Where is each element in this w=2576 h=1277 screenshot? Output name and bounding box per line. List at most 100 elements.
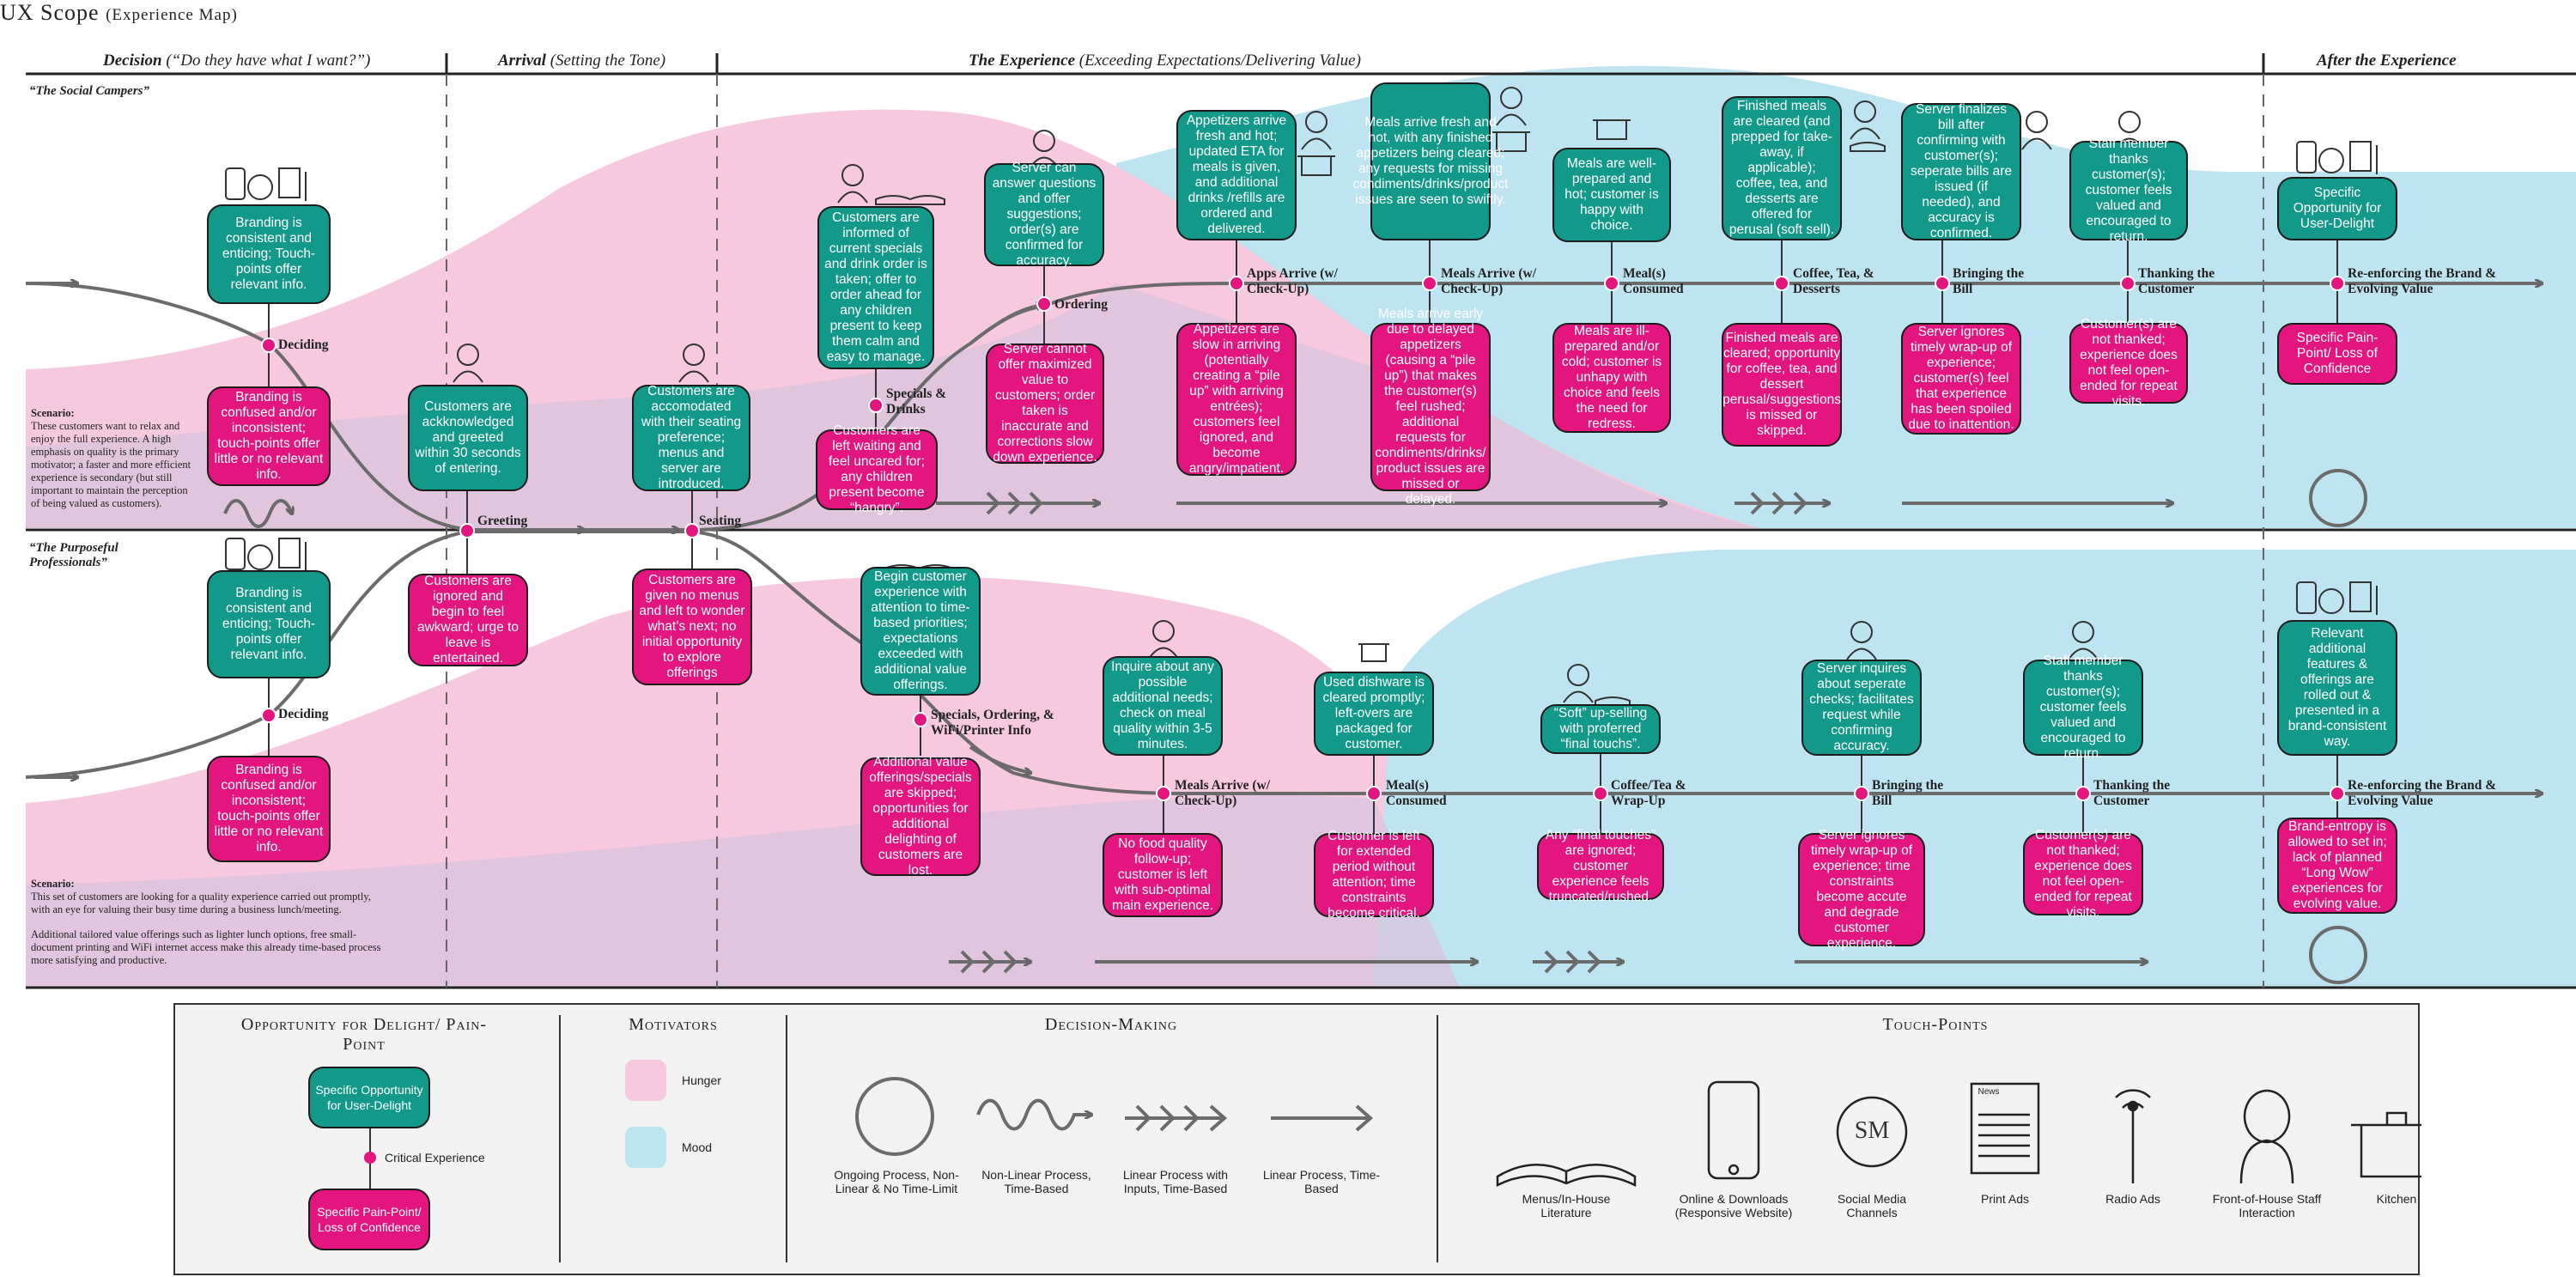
legend-mood-swatch (625, 1127, 666, 1168)
staff-icon (1301, 111, 1332, 150)
professionals-delight-bill[interactable]: Server inquires about seperate checks; f… (1801, 660, 1922, 756)
staff-icon (453, 344, 483, 383)
legend-linear-label: Linear Process, Time-Based (1262, 1168, 1381, 1195)
campers-delight-bill[interactable]: Server finalizes bill after confirming w… (1901, 102, 2021, 240)
legend-hunger-label: Hunger (682, 1073, 721, 1087)
critical-node (868, 398, 884, 413)
campers-pain-bill[interactable]: Server ignores timely wrap-up of experie… (1901, 323, 2021, 435)
campers-moment-specials: Specials & Drinks (886, 386, 947, 417)
staff-icon (837, 164, 868, 204)
campers-pain-consumed[interactable]: Meals are ill-prepared and/or cold; cust… (1552, 323, 1671, 433)
critical-node (1366, 786, 1382, 801)
professionals-pain-specials[interactable]: Additional value offerings/specials are … (860, 755, 981, 878)
menu-icon (875, 195, 945, 205)
professionals-pain-meals[interactable]: No food quality follow-up; customer is l… (1103, 833, 1223, 917)
legend-linear-icon (1271, 1104, 1374, 1132)
staff-icon (1496, 87, 1527, 126)
kitchen-icon (1358, 643, 1389, 662)
legend-social-mark: SM (1854, 1117, 1890, 1144)
campers-moment-ordering: Ordering (1054, 297, 1108, 312)
campers-delight-meals[interactable]: Meals arrive fresh and hot, with any fin… (1353, 82, 1508, 240)
legend-ongoing-icon (855, 1077, 934, 1156)
professionals-pain-seating[interactable]: Customers are given no menus and left to… (632, 569, 752, 685)
legend-online-label: Online & Downloads (Responsive Website) (1674, 1192, 1793, 1219)
campers-delight-greeting[interactable]: Customers are ackknowledged and greeted … (408, 385, 528, 491)
critical-node (261, 708, 276, 723)
campers-pain-ordering[interactable]: Server cannot offer maximized value to c… (986, 342, 1104, 465)
professionals-moment-thanking: Thanking the Customer (2093, 778, 2171, 808)
critical-node (459, 523, 475, 538)
scenario-campers: Scenario: These customers want to relax … (31, 407, 191, 509)
professionals-pain-consumed[interactable]: Customer is left for extended period wit… (1314, 829, 1434, 921)
phase-after: After the Experience (2317, 52, 2457, 70)
campers-delight-reinforcing[interactable]: Specific Opportunity for User-Delight (2277, 177, 2397, 240)
critical-node (2330, 276, 2345, 291)
phase-experience: The Experience (Exceeding Expectations/D… (969, 52, 1361, 70)
professionals-delight-meals[interactable]: Inquire about any possible additional ne… (1103, 656, 1223, 756)
kitchen-icon (1492, 131, 1530, 152)
campers-moment-deciding: Deciding (278, 337, 329, 352)
professionals-moment-consumed: Meal(s) Consumed (1386, 778, 1447, 808)
critical-node (2075, 786, 2091, 801)
professionals-pain-deciding[interactable]: Branding is confused and/or inconsistent… (207, 756, 331, 862)
professionals-delight-deciding[interactable]: Branding is consistent and enticing; Tou… (207, 570, 331, 678)
campers-moment-consumed: Meal(s) Consumed (1623, 266, 1684, 296)
campers-pain-coffee[interactable]: Finished meals are cleared; opportunity … (1722, 323, 1842, 447)
legend-staff-icon (2239, 1089, 2294, 1184)
campers-pain-deciding[interactable]: Branding is confused and/or inconsistent… (207, 386, 331, 486)
legend-kitchen-label: Kitchen (2376, 1192, 2417, 1206)
campers-pain-apps[interactable]: Appetizers are slow in arriving (potenti… (1176, 322, 1297, 476)
campers-delight-coffee[interactable]: Finished meals are cleared (and prepped … (1722, 96, 1842, 240)
legend-print-icon (1970, 1082, 2040, 1175)
legend-delight-sample: Specific Opportunity for User-Delight (308, 1067, 430, 1128)
professionals-pain-bill[interactable]: Server ignores timely wrap-up of experie… (1798, 828, 1925, 951)
critical-node (1593, 786, 1608, 801)
professionals-pain-thanking[interactable]: Customer(s) are not thanked; experience … (2023, 828, 2143, 920)
campers-delight-consumed[interactable]: Meals are well-prepared and hot; custome… (1552, 148, 1671, 242)
campers-pain-meals[interactable]: Meals arrive early due to delayed appeti… (1370, 307, 1491, 507)
professionals-delight-reinforcing[interactable]: Relevant additional features & offerings… (2277, 620, 2397, 756)
professionals-moment-meals: Meals Arrive (w/ Check-Up) (1175, 778, 1271, 808)
ongoing-process-glyph (2309, 469, 2367, 527)
professionals-moment-deciding: Deciding (278, 707, 329, 721)
campers-moment-coffee: Coffee, Tea, & Desserts (1793, 266, 1874, 296)
menu-icon (1850, 142, 1886, 152)
staff-icon (2021, 111, 2052, 150)
critical-node (261, 337, 276, 353)
campers-delight-apps[interactable]: Appetizers arrive fresh and hot; updated… (1176, 110, 1297, 240)
legend-print-label: Print Ads (1980, 1192, 2030, 1206)
legend-hunger-swatch (625, 1060, 666, 1101)
legend-social-icon (1836, 1096, 1908, 1168)
critical-node (684, 523, 700, 538)
campers-delight-deciding[interactable]: Branding is consistent and enticing; Tou… (207, 204, 331, 304)
campers-pain-specials[interactable]: Customers are left waiting and feel unca… (816, 423, 938, 515)
bottom-mood-overlap (26, 795, 1460, 988)
legend-touchpoints-title: Touch-Points (1882, 1015, 1989, 1034)
campers-moment-seating: Seating (699, 514, 742, 528)
legend-online-icon (1707, 1080, 1760, 1180)
legend-ongoing-label: Ongoing Process, Non-Linear & No Time-Li… (834, 1168, 959, 1195)
legend-pain-sample: Specific Pain-Point/ Loss of Confidence (308, 1189, 430, 1250)
legend-print-mark: News (1978, 1087, 2000, 1097)
professionals-delight-thanking[interactable]: Staff member thanks customer(s); custome… (2023, 654, 2143, 761)
critical-node (2120, 276, 2136, 291)
campers-delight-ordering[interactable]: Server can answer questions and offer su… (984, 161, 1104, 268)
professionals-pain-greeting[interactable]: Customers are ignored and begin to feel … (408, 574, 528, 666)
professionals-delight-specials[interactable]: Begin customer experience with attention… (860, 567, 981, 696)
professionals-delight-consumed[interactable]: Used dishware is cleared promptly; left-… (1314, 672, 1434, 756)
legend-mood-label: Mood (682, 1140, 713, 1154)
campers-delight-thanking[interactable]: Staff member thanks customer(s); custome… (2069, 137, 2188, 244)
professionals-pain-reinforcing[interactable]: Brand-entropy is allowed to set in; lack… (2277, 818, 2397, 914)
critical-node (1604, 276, 1619, 291)
campers-delight-specials[interactable]: Customers are informed of current specia… (817, 206, 934, 369)
legend-linear-inputs-icon (1125, 1104, 1224, 1132)
touchpoint-icons-bottom-after (2296, 581, 2378, 615)
professionals-delight-coffee[interactable]: “Soft” up-selling with proferred “final … (1540, 704, 1661, 754)
professionals-pain-coffee[interactable]: Any “final touches” are ignored; custome… (1537, 828, 1664, 904)
staff-icon (1850, 100, 1880, 140)
campers-delight-seating[interactable]: Customers are accomodated with their sea… (632, 384, 750, 491)
phase-decision: Decision (“Do they have what I want?”) (103, 52, 371, 70)
legend-nonlinear-icon (976, 1098, 1091, 1131)
campers-pain-thanking[interactable]: Customer(s) are not thanked; experience … (2069, 317, 2188, 409)
campers-pain-reinforcing[interactable]: Specific Pain-Point/ Loss of Confidence (2277, 323, 2397, 385)
